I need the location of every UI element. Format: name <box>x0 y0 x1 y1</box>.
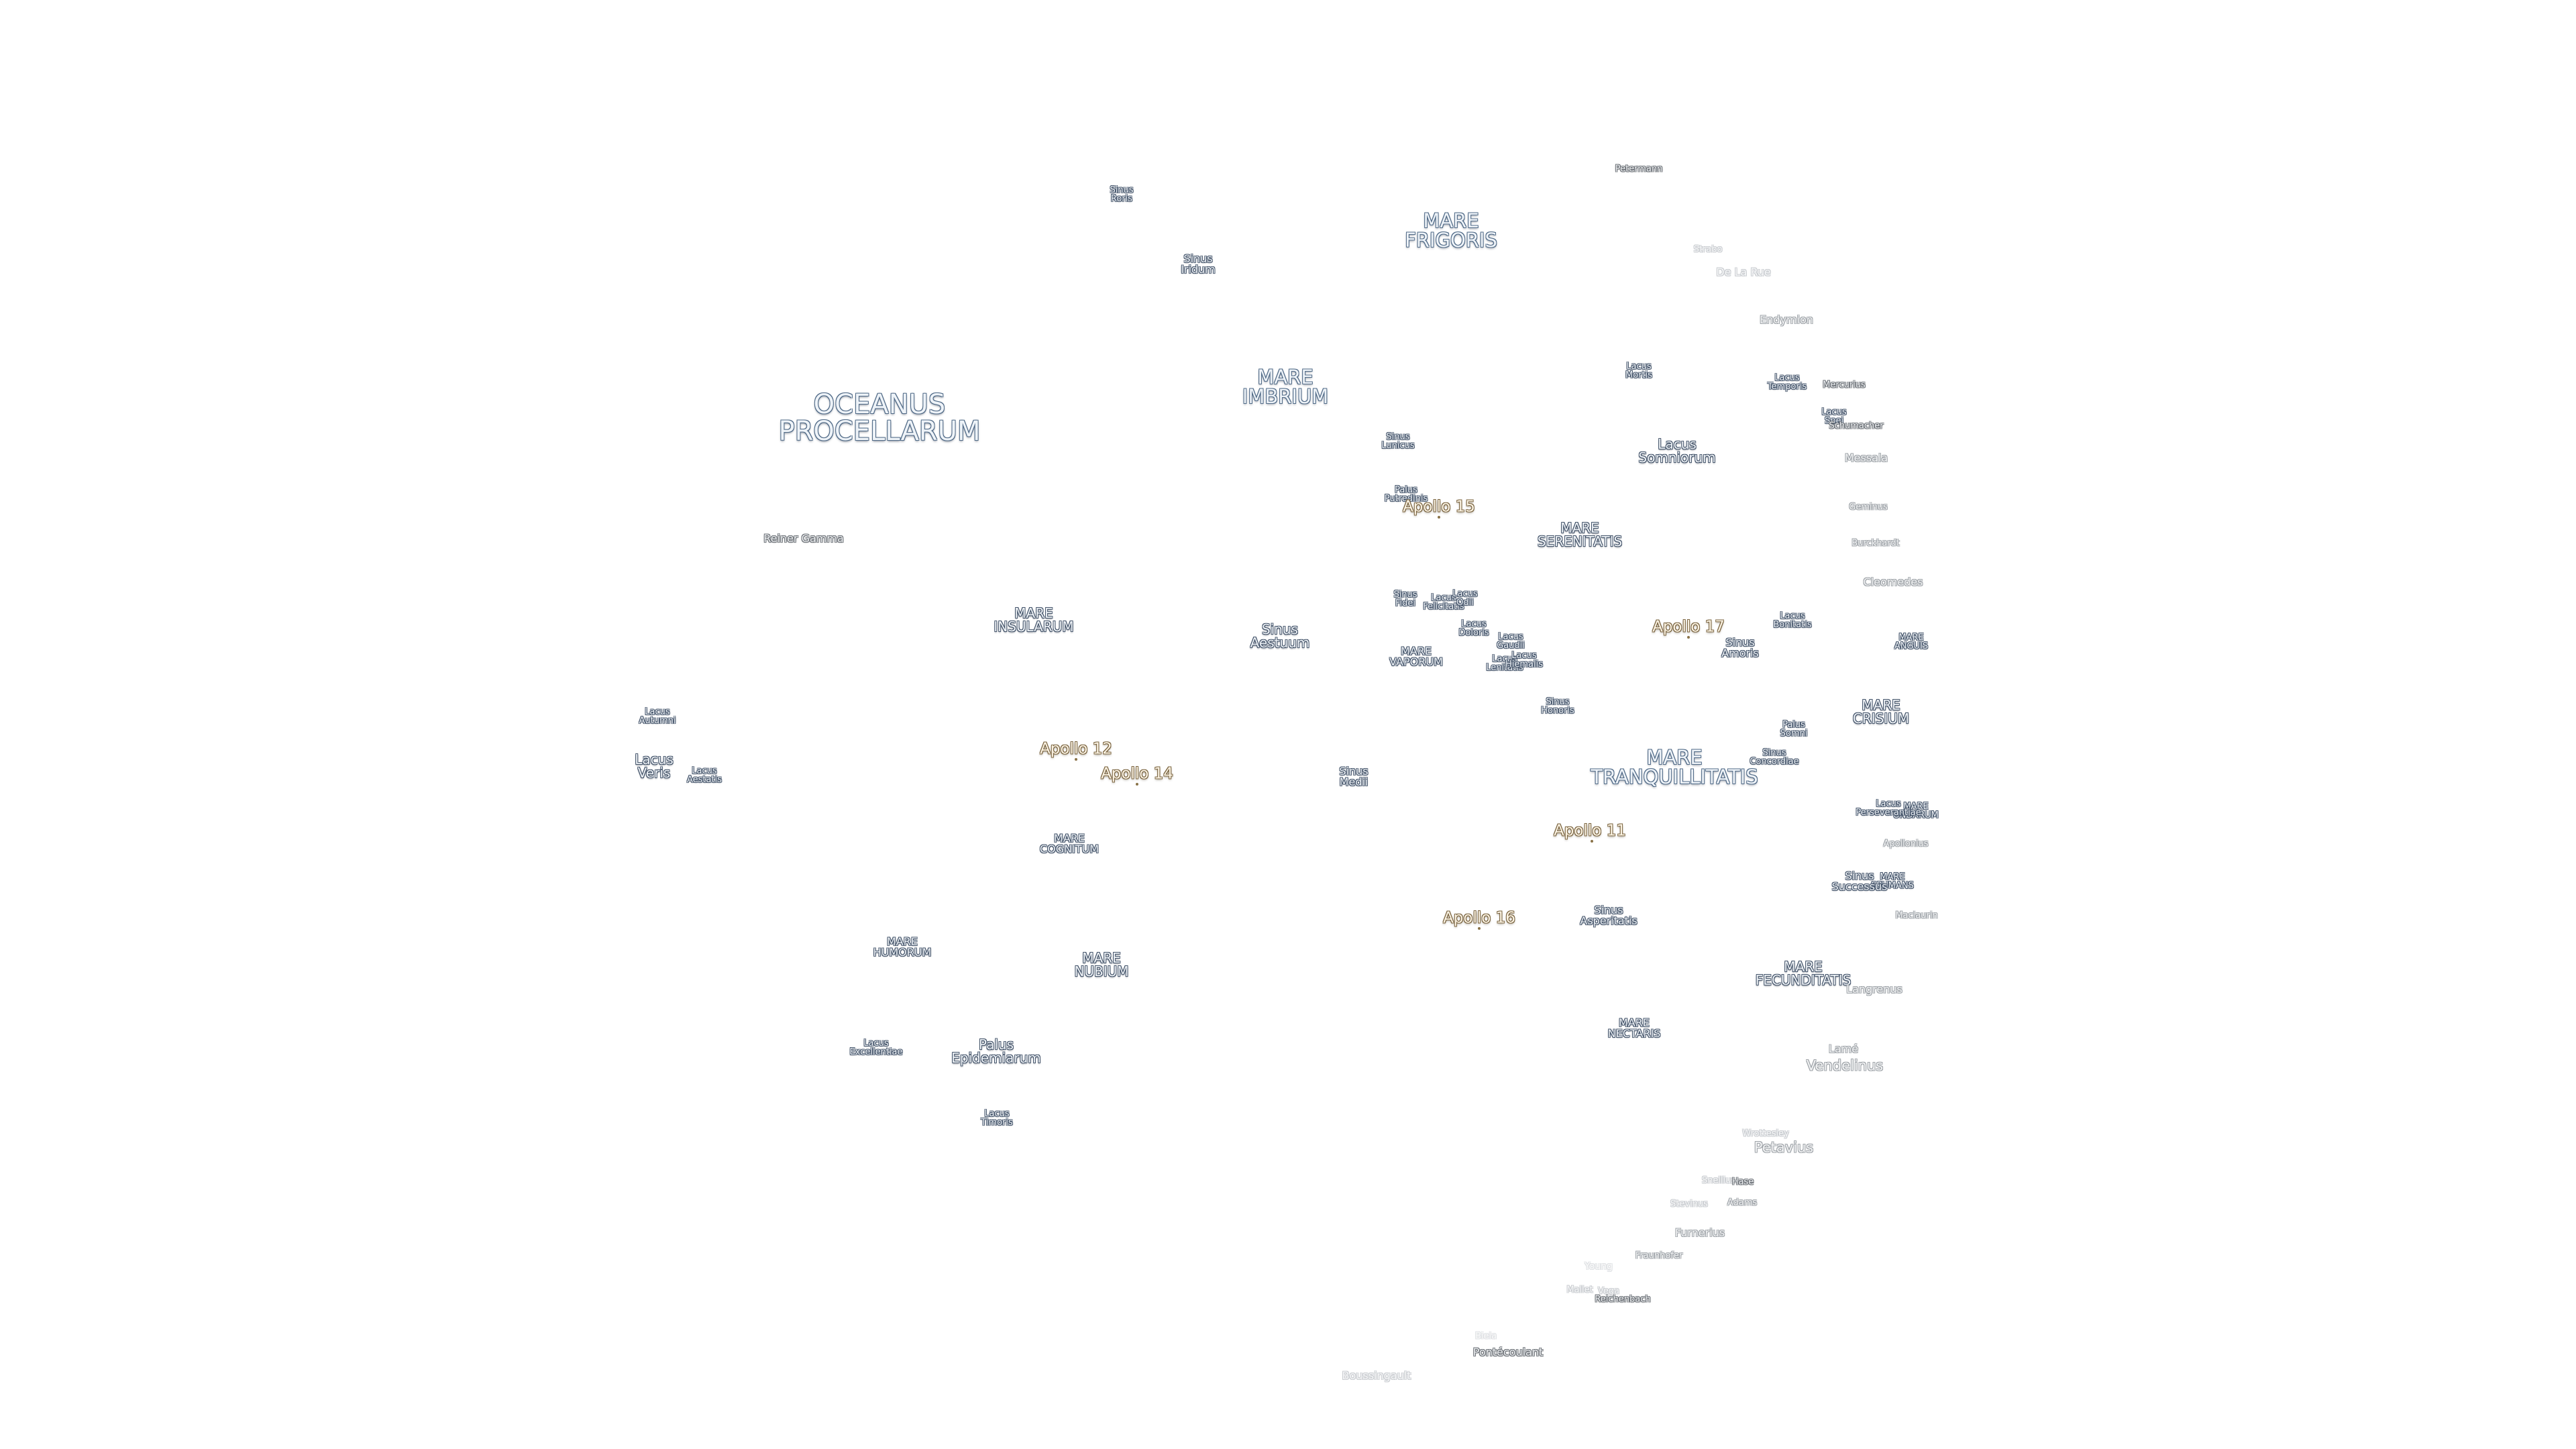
label-crater-reichenbach[interactable]: Reichenbach <box>1595 1294 1651 1305</box>
label-crater-biela[interactable]: Biela <box>1474 1331 1497 1342</box>
label-crater-apollonius[interactable]: Apollonius <box>1883 839 1929 849</box>
landing-site-apollo-17-marker <box>1687 636 1690 639</box>
label-crater-endymion[interactable]: Endymion <box>1760 313 1813 326</box>
label-apollo-12[interactable]: Apollo 12 <box>1040 740 1112 758</box>
label-crater-petavius[interactable]: Petavius <box>1754 1139 1814 1156</box>
label-crater-burckhardt[interactable]: Burckhardt <box>1851 538 1900 549</box>
label-crater-strabo[interactable]: Strabo <box>1693 244 1723 255</box>
label-apollo-17[interactable]: Apollo 17 <box>1652 618 1725 636</box>
label-crater-maclaurin[interactable]: Maclaurin <box>1895 910 1938 921</box>
label-crater-reiner-gamma[interactable]: Reiner Gamma <box>763 532 844 545</box>
label-crater-stevinus[interactable]: Stevinus <box>1670 1199 1708 1210</box>
label-crater-wrottesley[interactable]: Wrottesley <box>1742 1128 1789 1139</box>
label-apollo-16[interactable]: Apollo 16 <box>1443 909 1515 927</box>
landing-site-apollo-15-marker <box>1438 516 1440 519</box>
label-crater-pontecoulant[interactable]: Pontécoulant <box>1472 1346 1544 1358</box>
landing-site-apollo-16-marker <box>1478 927 1481 930</box>
label-crater-mallet[interactable]: Mallet <box>1566 1285 1593 1295</box>
label-crater-petermann[interactable]: Petermann <box>1615 164 1663 174</box>
label-apollo-11[interactable]: Apollo 11 <box>1554 822 1626 840</box>
label-crater-mercurius[interactable]: Mercurius <box>1823 380 1866 390</box>
label-crater-langrenus[interactable]: Langrenus <box>1846 983 1902 996</box>
label-crater-vendelinus[interactable]: Vendelinus <box>1806 1057 1884 1074</box>
label-crater-snellius[interactable]: Snellius <box>1701 1175 1736 1186</box>
label-crater-de-la-rue[interactable]: De La Rue <box>1716 266 1771 278</box>
label-apollo-15[interactable]: Apollo 15 <box>1403 498 1475 516</box>
label-crater-vega[interactable]: Vega <box>1597 1286 1620 1297</box>
label-crater-young[interactable]: Young <box>1585 1261 1613 1272</box>
landing-site-apollo-12-marker <box>1075 758 1077 761</box>
label-apollo-14[interactable]: Apollo 14 <box>1101 765 1173 783</box>
label-crater-geminus[interactable]: Geminus <box>1849 502 1888 513</box>
landing-site-apollo-14-marker <box>1136 783 1138 786</box>
label-crater-furnerius[interactable]: Furnerius <box>1674 1226 1725 1239</box>
label-crater-boussingault[interactable]: Boussingault <box>1342 1369 1411 1382</box>
label-crater-adams[interactable]: Adams <box>1727 1197 1758 1208</box>
label-crater-schumacher[interactable]: Schumacher <box>1829 421 1884 431</box>
label-crater-messala[interactable]: Messala <box>1844 451 1888 464</box>
label-crater-lame[interactable]: Lamé <box>1828 1042 1859 1055</box>
label-crater-cleomedes[interactable]: Cleomedes <box>1863 576 1923 588</box>
landing-site-apollo-11-marker <box>1591 840 1593 843</box>
label-crater-fraunhofer[interactable]: Fraunhofer <box>1635 1250 1683 1261</box>
label-crater-hase[interactable]: Hase <box>1731 1177 1754 1187</box>
